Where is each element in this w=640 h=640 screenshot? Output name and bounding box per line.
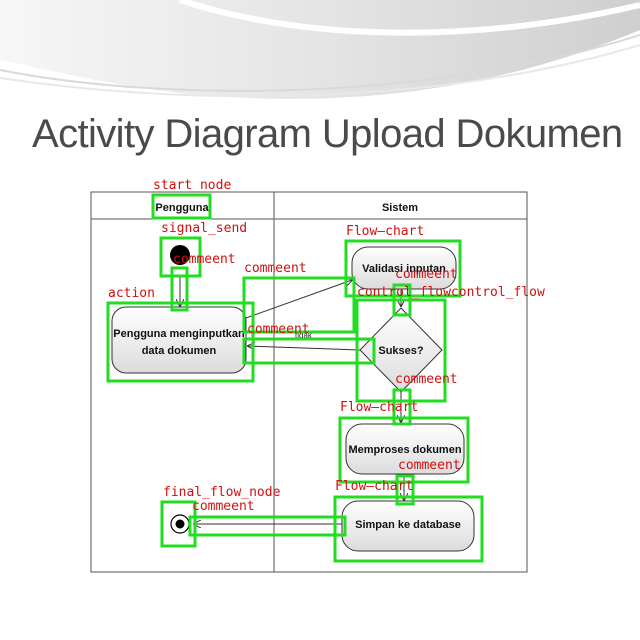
label-final-flow-node: final_flow_node	[163, 485, 281, 500]
action-save-label: Simpan ke database	[355, 519, 461, 531]
box-action	[106, 301, 255, 383]
label-flow-chart-1: Flow—chart	[346, 224, 425, 239]
action-save	[341, 500, 475, 552]
label-signal-send: signal_send	[161, 221, 248, 236]
action-validate	[351, 246, 457, 290]
label-comment-7: commeent	[192, 499, 255, 514]
box-comment-edge-upper	[242, 276, 356, 334]
label-comment-5: commeent	[395, 372, 458, 387]
box-comment-edge-lower	[242, 337, 376, 365]
box-control-flow	[355, 298, 447, 403]
label-comment-1: commeent	[173, 252, 236, 267]
box-flow-chart-save	[333, 495, 484, 563]
lane-sistem: Sistem	[382, 202, 418, 214]
label-flow-chart-2: Flow—chart	[340, 400, 419, 415]
label-comment-6: commeent	[398, 458, 461, 473]
action-input-data	[111, 306, 247, 374]
box-start-node	[151, 193, 212, 220]
box-comment-start-edge	[170, 266, 189, 312]
edge-input-to-validate	[245, 280, 352, 319]
slide-title: Activity Diagram Upload Dokumen	[32, 112, 623, 156]
final-node	[170, 514, 190, 534]
start-node	[170, 245, 190, 265]
action-input-line1: Pengguna menginputkan	[113, 328, 245, 340]
label-comment-4: commeent	[395, 267, 458, 282]
action-input-line2: data dokumen	[142, 345, 217, 357]
edge-decision-no-to-input	[248, 346, 361, 351]
decision-label: Sukses?	[378, 345, 424, 357]
box-comment-final-edge	[188, 515, 347, 537]
box-final-flow-node	[160, 500, 197, 548]
action-process-label: Memproses dokumen	[348, 444, 461, 456]
annotation-boxes	[106, 193, 484, 563]
label-start-node: start_node	[153, 178, 232, 193]
box-flow-chart-validate	[344, 239, 462, 298]
slide-header-decoration	[0, 0, 640, 110]
lane-pengguna: Pengguna	[155, 202, 209, 214]
label-comment-3: commeent	[247, 322, 310, 337]
box-flow-chart-process	[338, 416, 470, 484]
label-action: action	[108, 286, 155, 301]
label-comment-2: commeent	[244, 261, 307, 276]
decision-node	[359, 307, 443, 393]
box-comment-decision-edge	[392, 388, 412, 426]
edge-label-no: tidak	[295, 331, 313, 340]
box-signal-send	[159, 236, 202, 278]
action-validate-label: Validasi inputan	[362, 263, 446, 275]
label-control-flow: control_flowcontrol_flow	[357, 285, 545, 300]
box-comment-process-edge	[395, 474, 415, 506]
label-flow-chart-3: Flow—chart	[335, 479, 414, 494]
